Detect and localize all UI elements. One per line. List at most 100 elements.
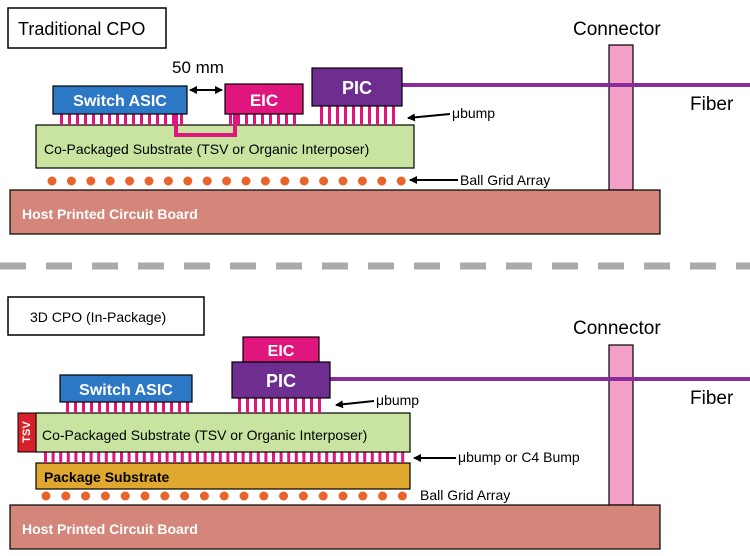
c4-bump [302, 452, 306, 463]
c4-bump [127, 452, 131, 463]
switch-asic-label: Switch ASIC [73, 93, 167, 110]
microbump [100, 114, 103, 125]
solder-ball [160, 491, 170, 501]
c4-bump [363, 452, 367, 463]
c4-bump [340, 452, 344, 463]
solder-ball [280, 176, 290, 186]
solder-ball [338, 176, 348, 186]
c4-bump [317, 452, 321, 463]
microbump [261, 114, 264, 125]
c4-bump [158, 452, 161, 463]
microbump [106, 402, 109, 413]
microbump [180, 114, 183, 125]
microbump [254, 398, 257, 413]
c4-bump [180, 452, 184, 463]
solder-ball [219, 491, 229, 501]
microbump [336, 106, 339, 125]
c4-bump [310, 452, 313, 463]
solder-ball [163, 176, 173, 186]
microbump [90, 402, 93, 413]
microbump [178, 402, 181, 413]
microbump [352, 106, 355, 125]
microbump [74, 402, 77, 413]
c4-bump [287, 452, 291, 463]
solder-ball [41, 491, 51, 501]
section-title-3d: 3D CPO (In-Package) [30, 309, 166, 325]
solder-ball [397, 491, 407, 501]
microbump [186, 402, 189, 413]
connector-label-3d: Connector [573, 318, 661, 339]
solder-ball [81, 491, 91, 501]
3d-cpo-section: 3D CPO (In-Package) Connector Fiber Host… [7, 296, 750, 550]
microbump [392, 106, 395, 125]
microbump [277, 114, 280, 125]
substrate-label: Co-Packaged Substrate (TSV or Organic In… [44, 141, 369, 157]
c4-bump [135, 452, 139, 463]
c4-bump [66, 452, 70, 463]
microbump [68, 114, 71, 125]
c4-bump [188, 452, 192, 463]
microbump [293, 114, 296, 125]
solder-ball [319, 176, 329, 186]
substrate-label-3d: Co-Packaged Substrate (TSV or Organic In… [42, 427, 367, 443]
solder-ball [318, 491, 328, 501]
title-box-3d [7, 296, 205, 336]
solder-ball [338, 491, 348, 501]
microbump [384, 106, 387, 125]
tsv-block [17, 412, 37, 453]
microbump [108, 114, 111, 125]
microbump [66, 402, 69, 413]
microbump [114, 402, 117, 413]
ubump-arrow [407, 113, 451, 122]
solder-ball [105, 176, 115, 186]
solder-ball [125, 176, 135, 186]
c4-bump [378, 452, 382, 463]
connector [608, 44, 634, 191]
c4-bump [272, 452, 275, 463]
microbump [320, 106, 323, 125]
switch-asic [52, 85, 188, 115]
solder-ball [299, 176, 309, 186]
c4-bump [241, 452, 245, 463]
solder-ball [100, 491, 110, 501]
microbump [138, 402, 141, 413]
microbump [253, 114, 256, 125]
ball-grid-array [47, 176, 406, 186]
solder-ball [47, 176, 57, 186]
c4-bump [386, 452, 389, 463]
solder-ball [66, 176, 76, 186]
c4-bump [355, 452, 359, 463]
c4-bump [211, 452, 215, 463]
c4-bump [294, 452, 298, 463]
fiber-label: Fiber [690, 94, 734, 115]
c4-bump [59, 452, 63, 463]
solder-ball [120, 491, 130, 501]
solder-ball [222, 176, 232, 186]
title-box [7, 7, 167, 49]
microbump [328, 106, 331, 125]
microbump [116, 114, 119, 125]
connector-label: Connector [573, 19, 661, 40]
c4-bump [104, 452, 108, 463]
c4-bump [256, 452, 260, 463]
c4-bumps [44, 452, 405, 463]
microbump [246, 398, 249, 413]
microbump [122, 402, 125, 413]
eic-chip [224, 83, 304, 115]
microbump [60, 114, 63, 125]
c4-bump [150, 452, 154, 463]
solder-ball [260, 176, 270, 186]
microbump [286, 398, 289, 413]
c4-bump [196, 452, 199, 463]
solder-ball [279, 491, 289, 501]
c4-bump [165, 452, 169, 463]
microbump [132, 114, 135, 125]
host-board-3d [9, 504, 661, 550]
microbump [148, 114, 151, 125]
microbump [170, 402, 173, 413]
microbump [164, 114, 167, 125]
c4-bump [401, 452, 405, 463]
solder-ball [202, 176, 212, 186]
eic-label-3d: EIC [268, 343, 295, 360]
